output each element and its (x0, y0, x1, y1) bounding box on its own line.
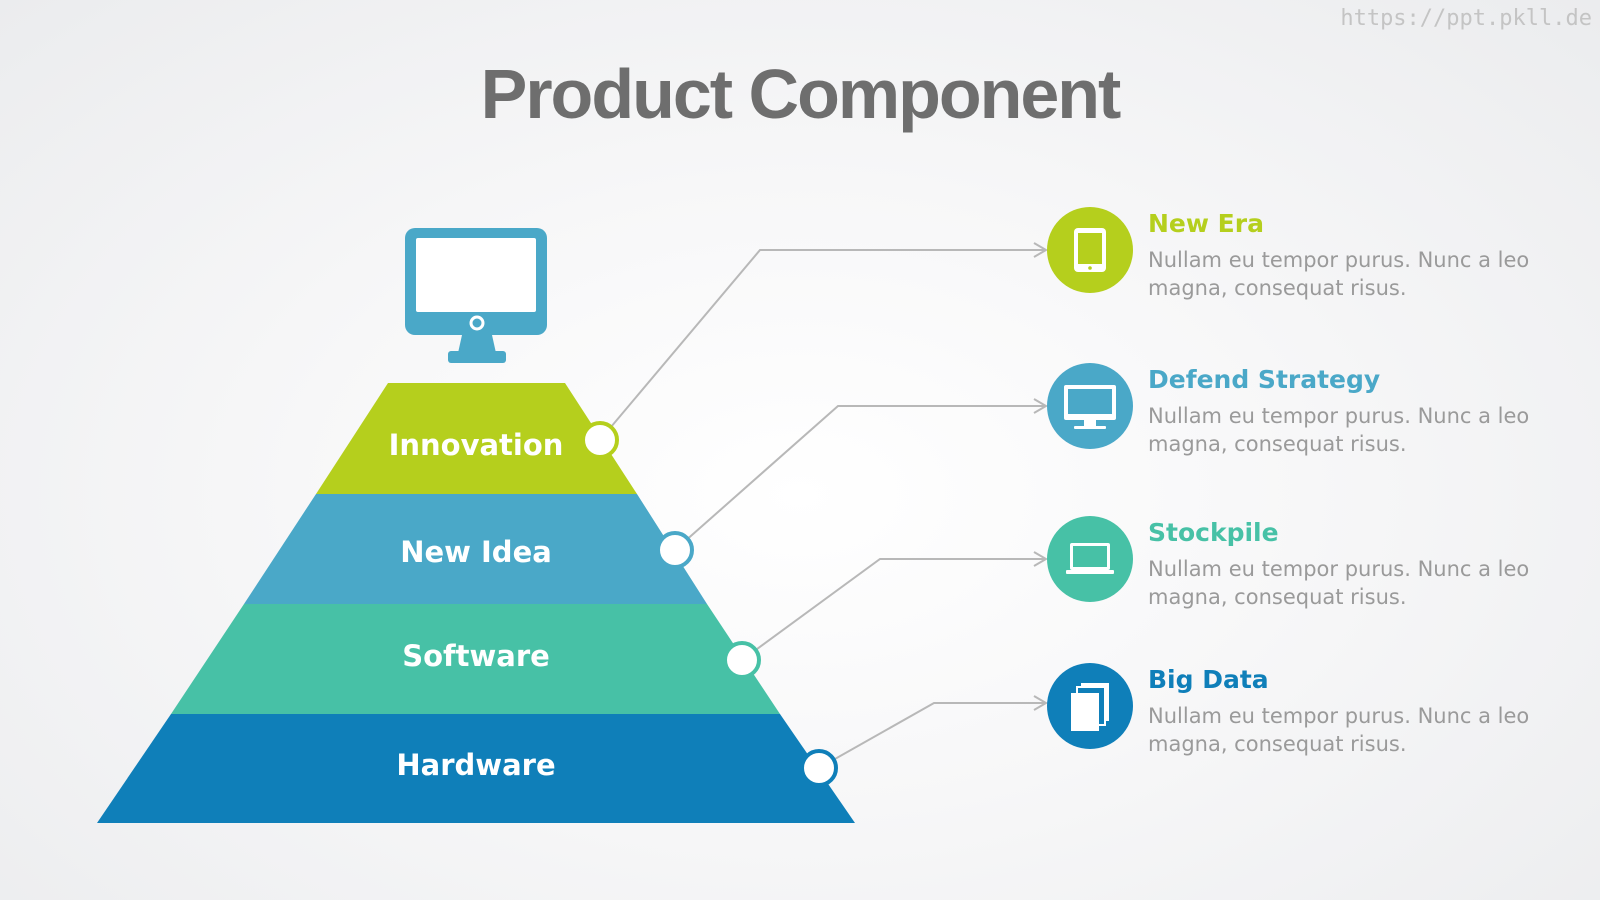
watermark: https://ppt.pkll.de (1340, 6, 1592, 31)
connector-hardware (818, 702, 1045, 769)
item-stockpile: Stockpile Nullam eu tempor purus. Nunc a… (1148, 518, 1568, 611)
pyramid-layer-software (171, 604, 780, 714)
arrowhead-icon (1033, 695, 1048, 711)
pyramid-label-hardware: Hardware (396, 748, 555, 782)
pyramid-label-software: Software (402, 639, 550, 673)
item-description: Nullam eu tempor purus. Nunc a leo magna… (1148, 557, 1530, 609)
pyramid-label-innovation: Innovation (389, 428, 564, 462)
node-dot-innovation (581, 421, 619, 459)
documents-icon (1047, 663, 1133, 749)
item-defend-strategy: Defend Strategy Nullam eu tempor purus. … (1148, 365, 1568, 458)
pyramid-label-new-idea: New Idea (400, 535, 552, 569)
item-description: Nullam eu tempor purus. Nunc a leo magna… (1148, 248, 1530, 300)
pyramid-layer-innovation (316, 383, 637, 494)
pyramid-layer-hardware (97, 714, 855, 823)
item-title: Defend Strategy (1148, 365, 1381, 394)
tablet-icon (1047, 207, 1133, 293)
connector-arrowheads (1033, 242, 1048, 711)
desktop-monitor-icon (405, 228, 547, 363)
pyramid-layer-new-idea (244, 494, 707, 604)
monitor-icon (1047, 363, 1133, 449)
arrowhead-icon (1033, 242, 1048, 258)
connector-innovation (599, 249, 1045, 441)
item-description: Nullam eu tempor purus. Nunc a leo magna… (1148, 704, 1530, 756)
laptop-icon (1047, 516, 1133, 602)
arrowhead-icon (1033, 398, 1048, 414)
item-new-era: New Era Nullam eu tempor purus. Nunc a l… (1148, 209, 1568, 302)
item-title: Stockpile (1148, 518, 1279, 547)
item-title: New Era (1148, 209, 1264, 238)
item-big-data: Big Data Nullam eu tempor purus. Nunc a … (1148, 665, 1568, 758)
node-dot-new-idea (656, 531, 694, 569)
item-title: Big Data (1148, 665, 1269, 694)
connectors (599, 249, 1045, 769)
node-dot-software (723, 641, 761, 679)
item-description: Nullam eu tempor purus. Nunc a leo magna… (1148, 404, 1530, 456)
page-title: Product Component (480, 55, 1122, 133)
arrowhead-icon (1033, 551, 1048, 567)
node-dot-hardware (800, 749, 838, 787)
connector-new-idea (674, 405, 1045, 551)
connector-software (741, 558, 1045, 661)
